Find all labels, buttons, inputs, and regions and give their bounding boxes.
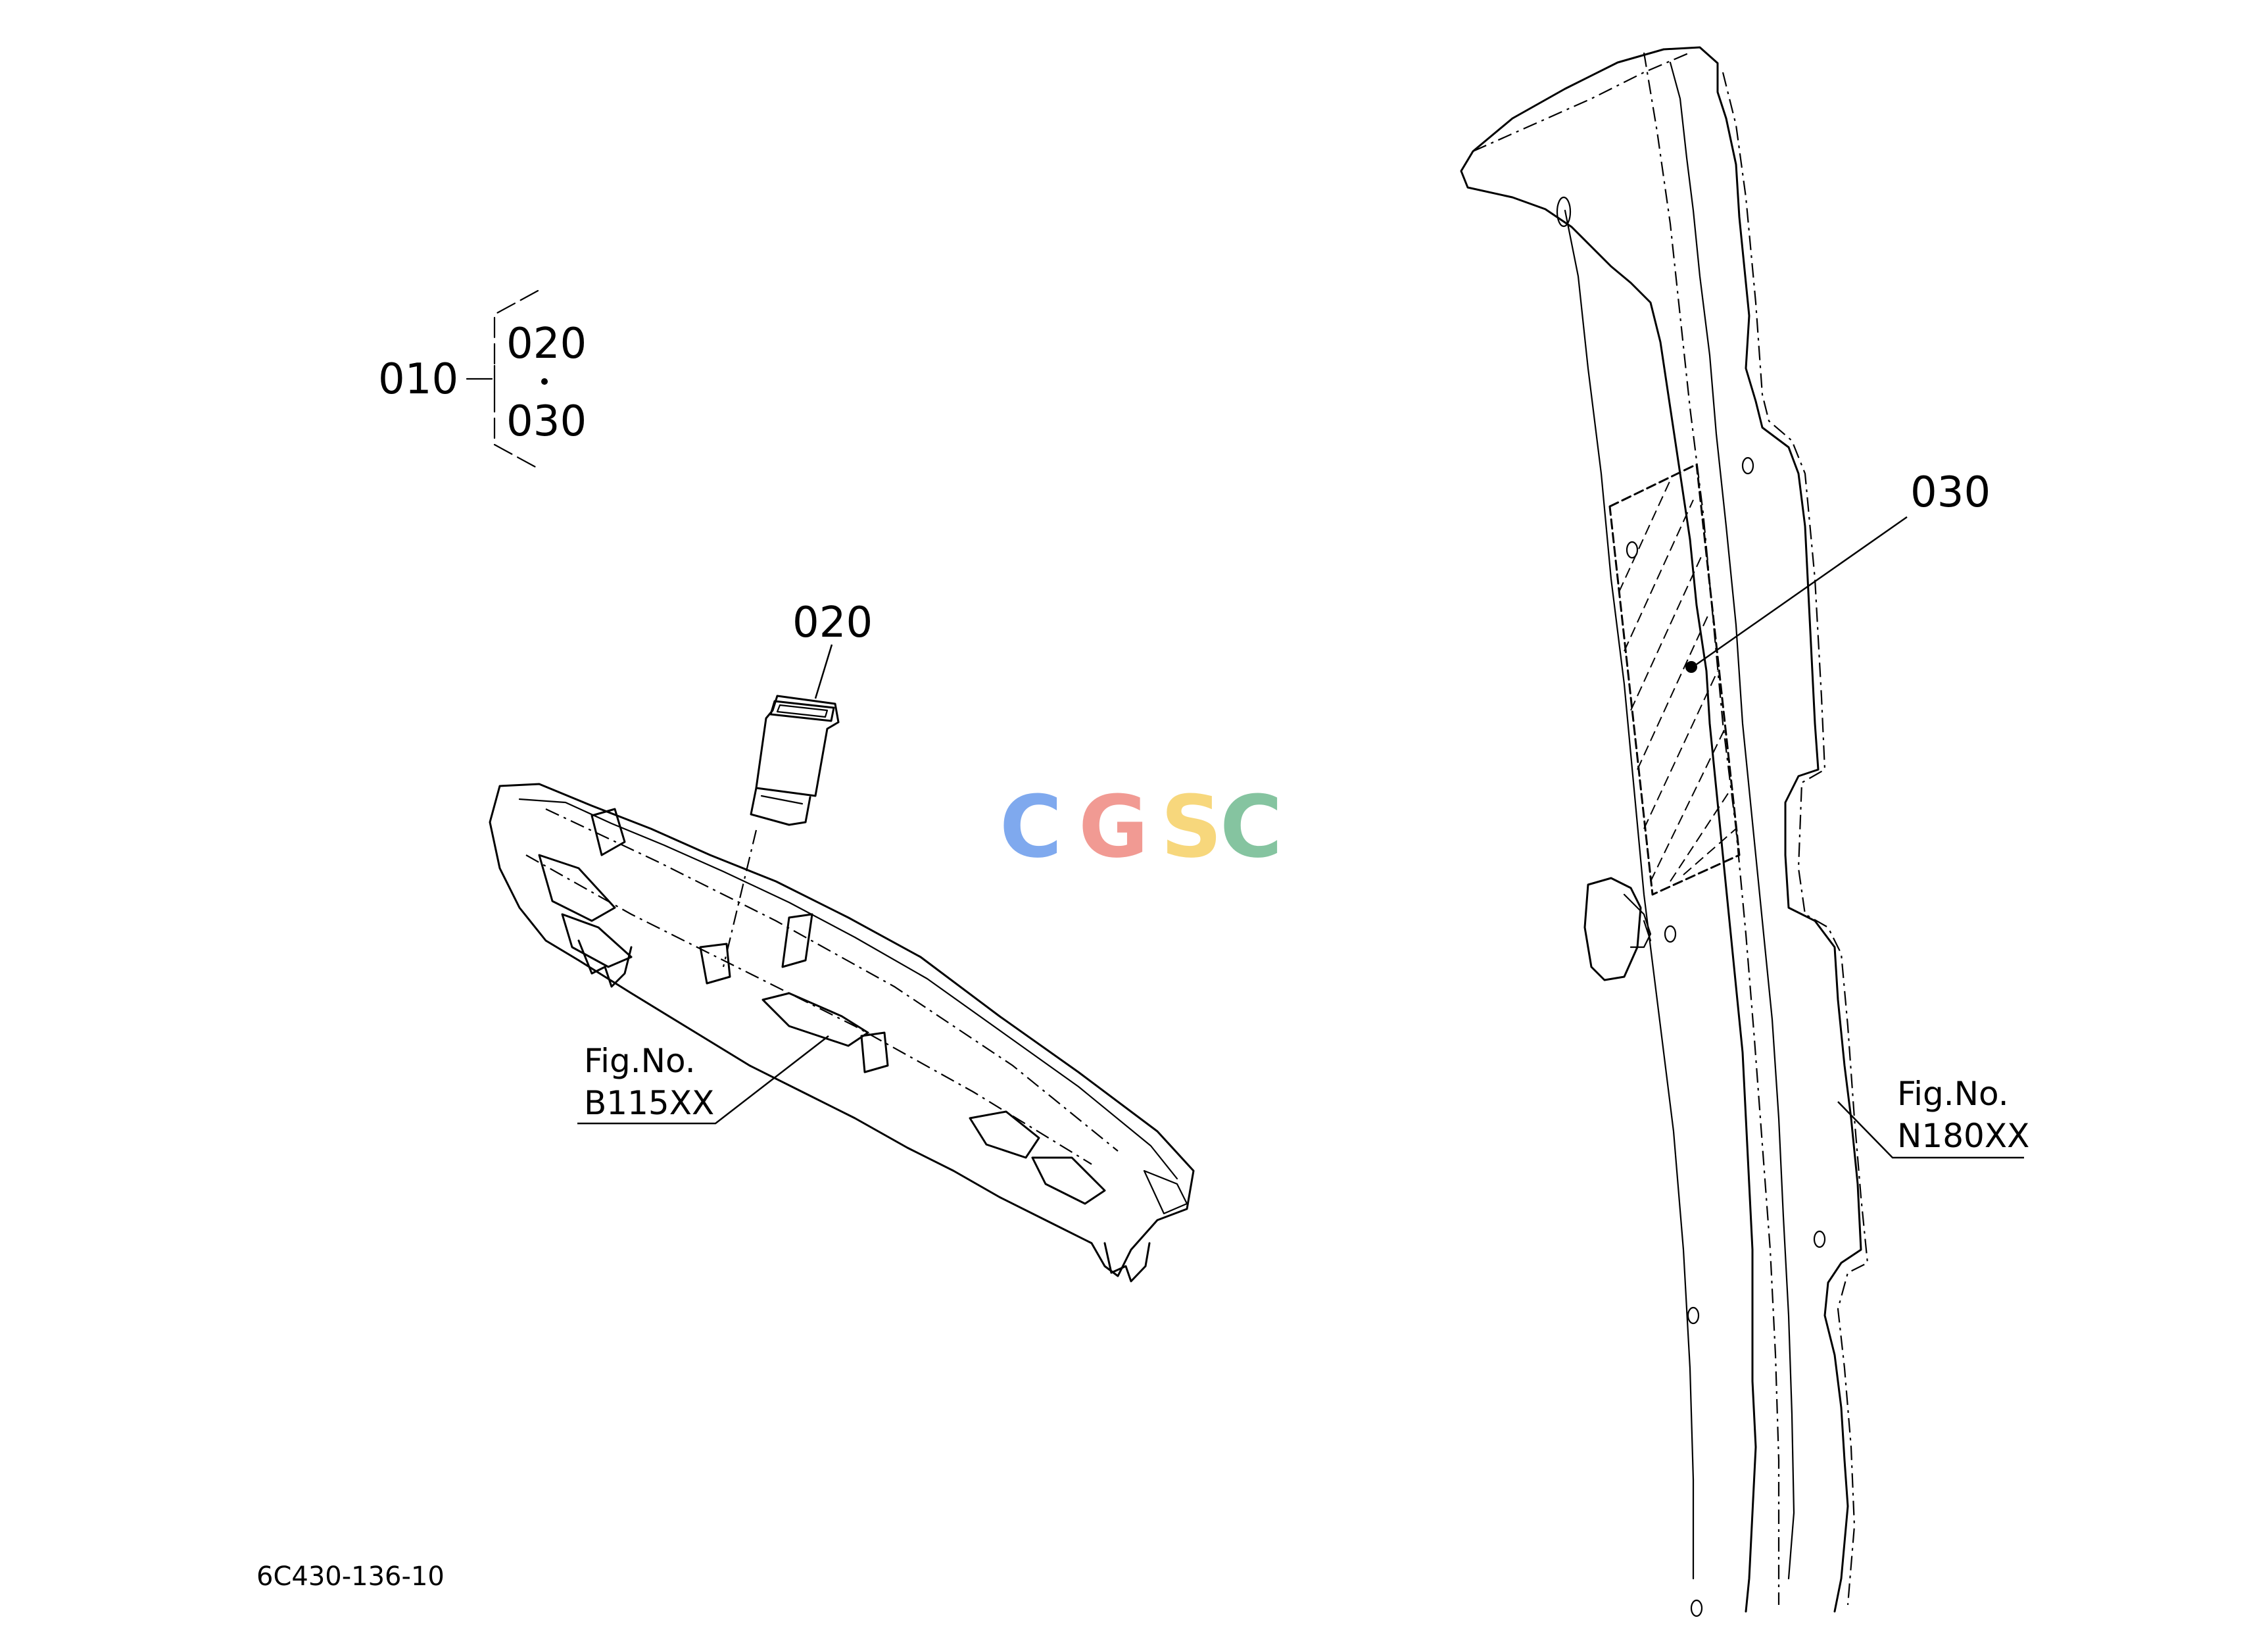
watermark-letter-c2: C xyxy=(1220,777,1282,877)
watermark-letter-c1: C xyxy=(1000,777,1062,877)
callout-030-label: 030 xyxy=(1910,468,1991,517)
bom-child-020-label: 020 xyxy=(506,320,587,368)
pillar-panel xyxy=(1460,46,1869,1617)
cgsc-watermark: C G S C xyxy=(1000,777,1282,877)
drawing-code: 6C430-136-10 xyxy=(256,1561,445,1592)
part-030-label-decal xyxy=(1608,463,1741,896)
part-020-switch xyxy=(722,695,840,968)
fig-ref-right: Fig.No. N180XX xyxy=(1837,1075,2029,1159)
bracket-assembly xyxy=(489,783,1195,1283)
callout-020: 020 xyxy=(792,599,873,699)
fig-ref-left-label: Fig.No. xyxy=(584,1042,696,1080)
fig-ref-right-label: Fig.No. xyxy=(1897,1075,2009,1113)
fig-ref-right-code: N180XX xyxy=(1897,1117,2029,1155)
bom-tree: 010 020 030 xyxy=(378,289,587,470)
watermark-letter-g: G xyxy=(1078,777,1149,877)
bom-parent-label: 010 xyxy=(378,355,458,404)
fig-ref-left: Fig.No. B115XX xyxy=(577,1035,829,1125)
watermark-letter-s: S xyxy=(1161,777,1222,877)
fig-ref-left-code: B115XX xyxy=(584,1084,714,1122)
callout-020-label: 020 xyxy=(792,599,873,647)
callout-030: 030 xyxy=(1696,468,1991,666)
bom-child-030-label: 030 xyxy=(506,397,587,446)
bom-dot xyxy=(541,378,548,385)
